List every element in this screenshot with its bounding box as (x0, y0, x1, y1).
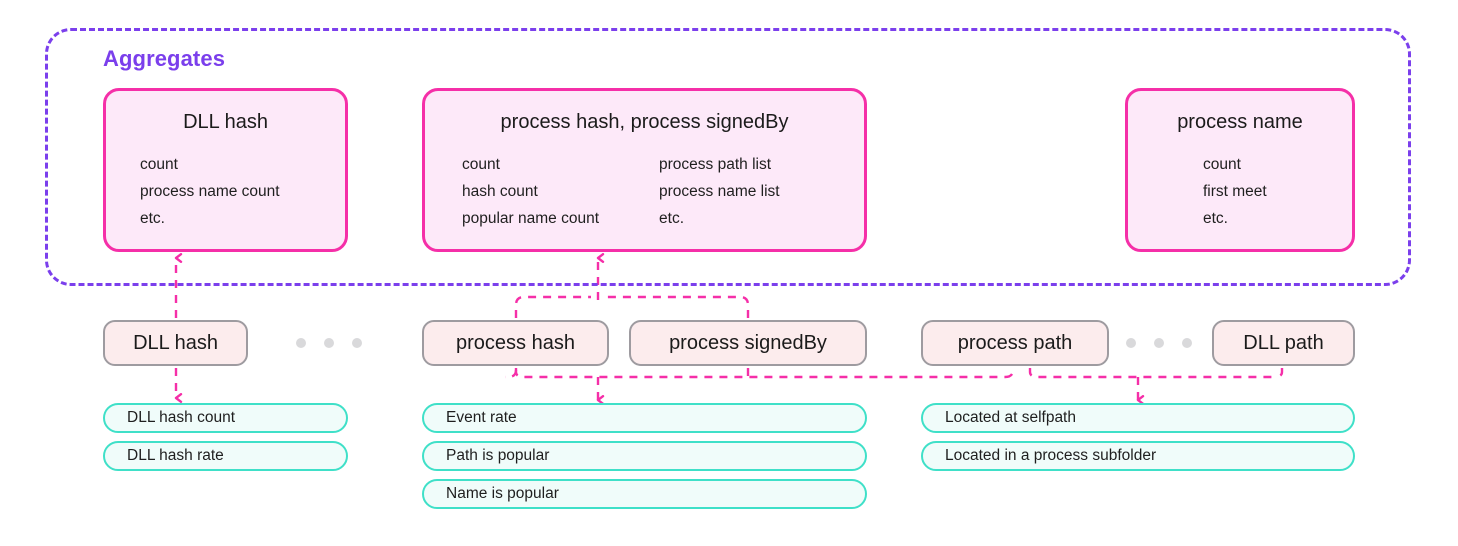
aggregate-card-dll-hash[interactable]: DLL hash count process name count etc. (103, 88, 348, 252)
aggregate-item: process name count (140, 183, 280, 200)
aggregate-column: count hash count popular name count (462, 151, 599, 232)
aggregate-column: process path list process name list etc. (659, 151, 780, 232)
aggregate-item: etc. (1203, 210, 1228, 227)
wire-processsigned-up-right (605, 295, 750, 318)
field-pill-process-signedby[interactable]: process signedBy (629, 320, 867, 366)
field-pill-process-hash[interactable]: process hash (422, 320, 609, 366)
wire-processhash-down-left (505, 369, 518, 379)
aggregate-card-columns: count hash count popular name count proc… (425, 151, 864, 232)
aggregate-item: hash count (462, 183, 538, 200)
feature-box[interactable]: Name is popular (422, 479, 867, 509)
feature-box[interactable]: DLL hash count (103, 403, 348, 433)
feature-box[interactable]: DLL hash rate (103, 441, 348, 471)
aggregate-item: etc. (659, 210, 684, 227)
aggregate-column: count first meet etc. (1203, 151, 1267, 232)
aggregate-card-process-name[interactable]: process name count first meet etc. (1125, 88, 1355, 252)
aggregate-card-process-hash[interactable]: process hash, process signedBy count has… (422, 88, 867, 252)
wire-processpath-down-right-hook (1028, 368, 1274, 379)
aggregate-card-columns: count process name count etc. (106, 151, 345, 232)
wire-processpath-down-left-hook (1004, 368, 1015, 379)
aggregate-card-title: process hash, process signedBy (500, 111, 789, 133)
feature-box[interactable]: Located in a process subfolder (921, 441, 1355, 471)
wire-processhash-down-hook (514, 368, 1005, 379)
ellipsis-dots-left (296, 338, 362, 348)
feature-box[interactable]: Event rate (422, 403, 867, 433)
field-pill-process-path[interactable]: process path (921, 320, 1109, 366)
aggregate-card-title: DLL hash (183, 111, 268, 133)
dot-icon (296, 338, 306, 348)
dot-icon (352, 338, 362, 348)
aggregate-card-columns: count first meet etc. (1128, 151, 1352, 232)
feature-box[interactable]: Located at selfpath (921, 403, 1355, 433)
dot-icon (324, 338, 334, 348)
aggregate-item: popular name count (462, 210, 600, 227)
aggregate-item: count (1203, 156, 1241, 173)
dot-icon (1154, 338, 1164, 348)
wire-dllpath-down-hook (1273, 368, 1284, 379)
aggregate-column: count process name count etc. (140, 151, 280, 232)
aggregate-item: count (140, 156, 178, 173)
aggregate-item: count (462, 156, 500, 173)
aggregate-item: etc. (140, 210, 165, 227)
ellipsis-dots-right (1126, 338, 1192, 348)
aggregate-item: process name list (659, 183, 780, 200)
feature-box[interactable]: Path is popular (422, 441, 867, 471)
dot-icon (1182, 338, 1192, 348)
aggregates-container (45, 28, 1411, 286)
aggregate-item: first meet (1203, 183, 1267, 200)
wire-processhash-up-left (514, 295, 591, 318)
aggregates-title: Aggregates (103, 46, 226, 71)
field-pill-dll-hash[interactable]: DLL hash (103, 320, 248, 366)
field-pill-dll-path[interactable]: DLL path (1212, 320, 1355, 366)
aggregate-card-title: process name (1177, 111, 1303, 133)
dot-icon (1126, 338, 1136, 348)
aggregate-item: process path list (659, 156, 772, 173)
